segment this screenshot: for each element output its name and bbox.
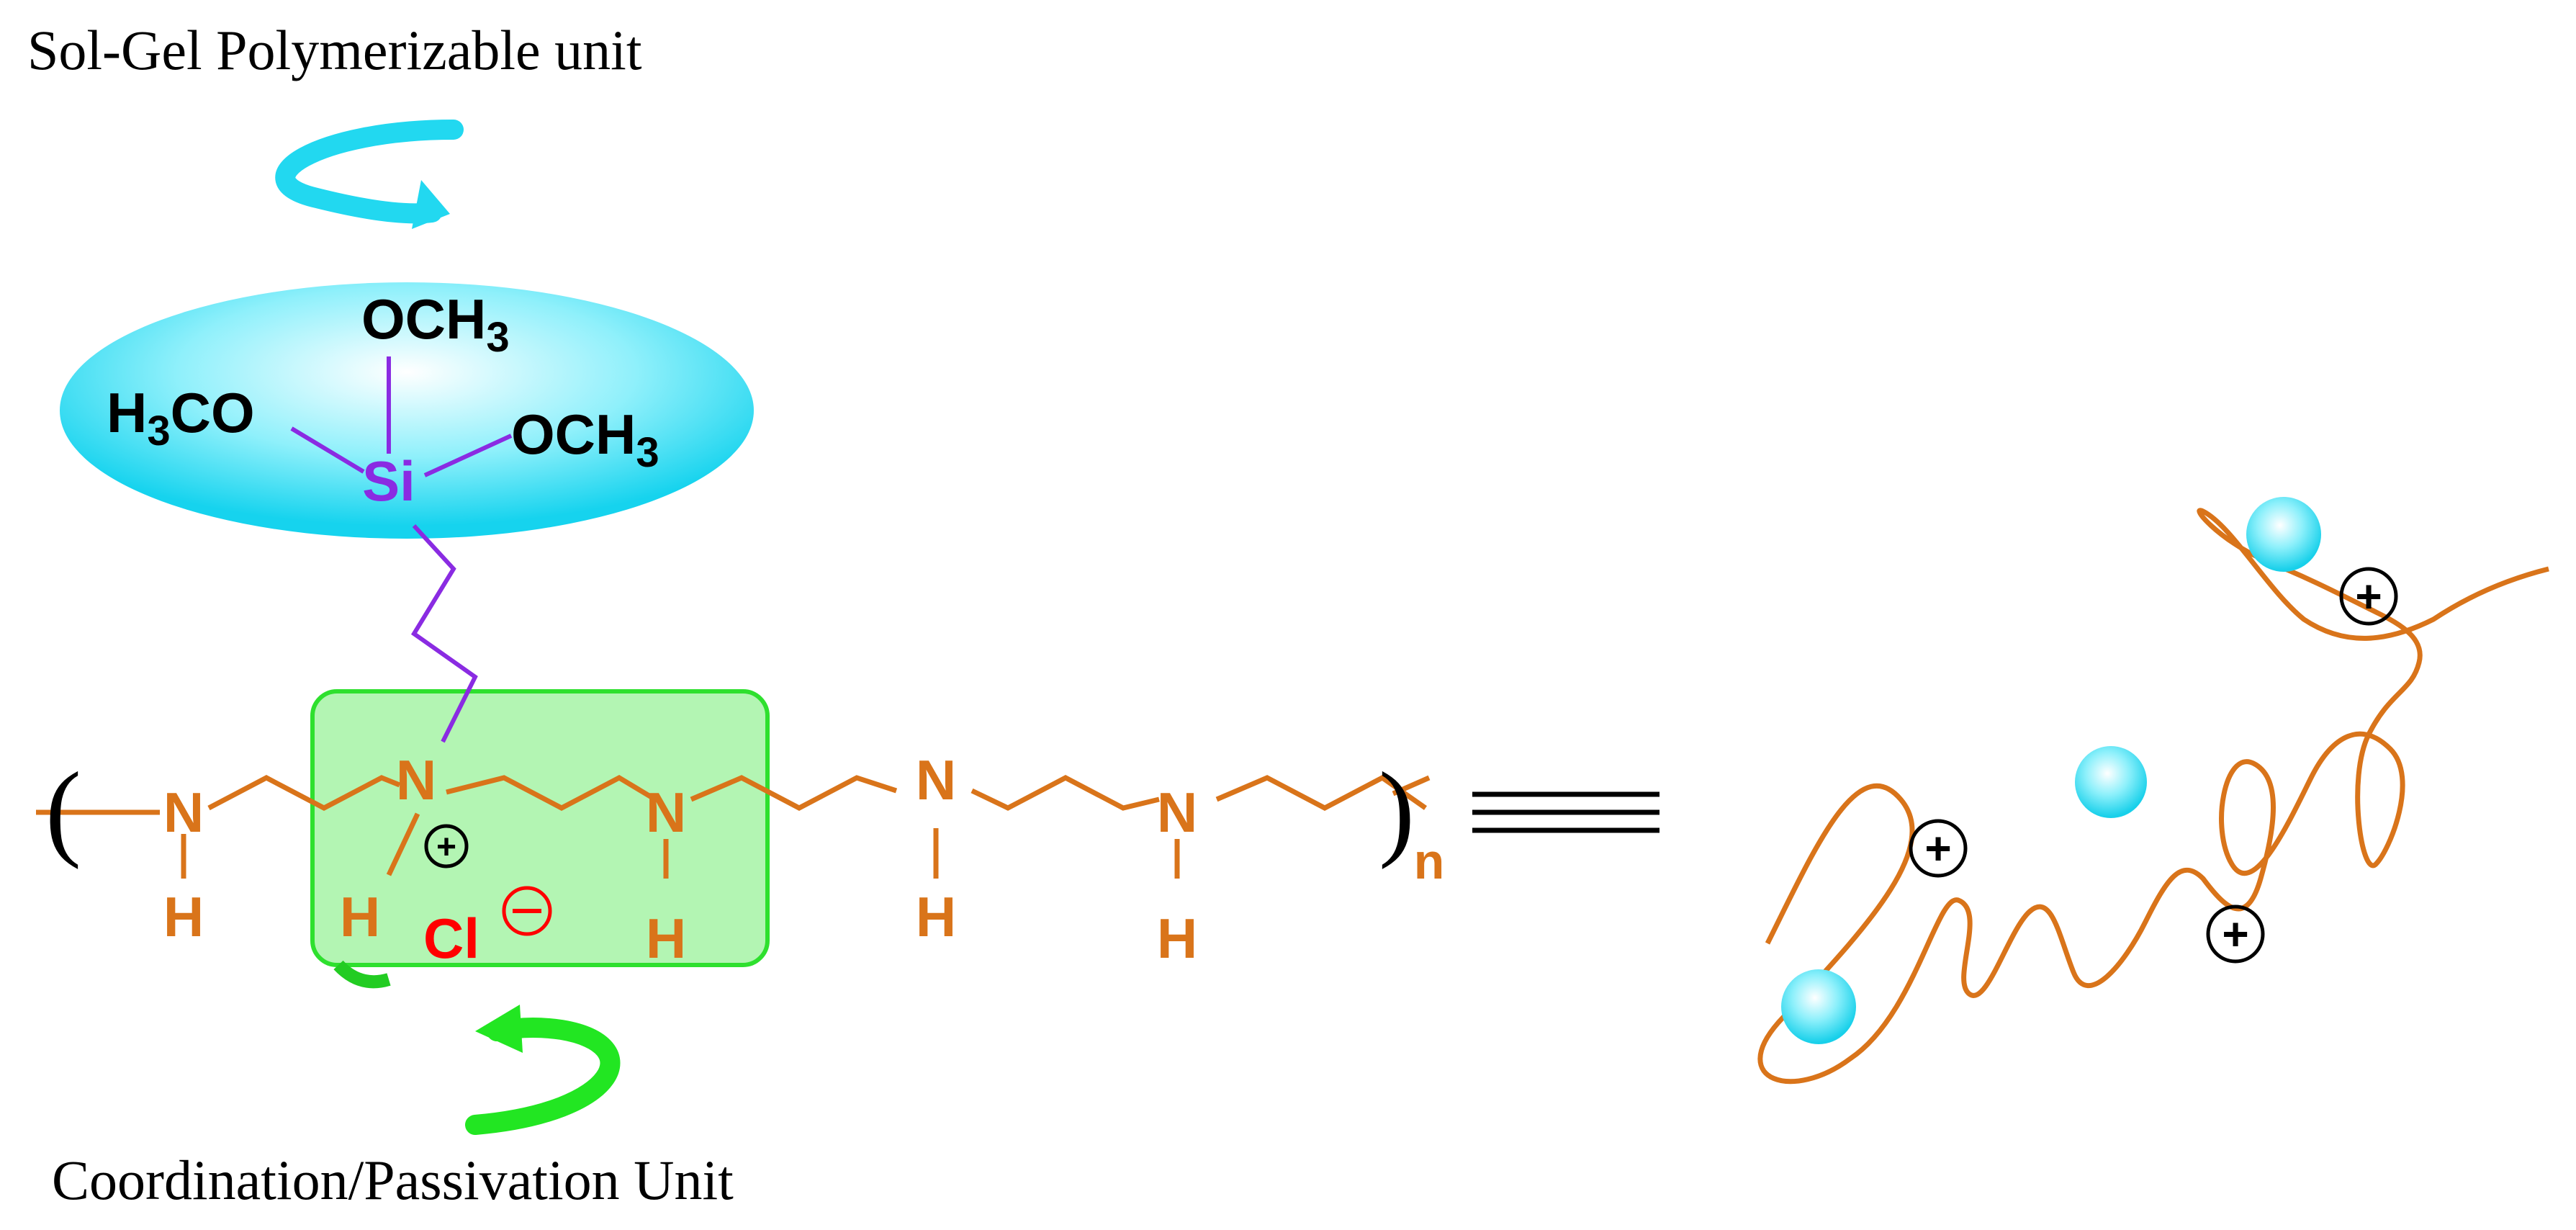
hydrogen-5: H (1157, 907, 1197, 970)
hydrogen-4: H (916, 885, 956, 948)
chloride-label: Cl (423, 907, 479, 970)
coordination-caption: Coordination/Passivation Unit (52, 1149, 734, 1211)
svg-text:+: + (2355, 570, 2382, 622)
green-rotation-arrow-icon (465, 1005, 621, 1135)
bead-1 (2246, 497, 2321, 572)
hydrogen-1: H (163, 885, 204, 948)
sol-gel-unit-ellipse (60, 282, 754, 539)
nitrogen-3: N (646, 781, 686, 844)
open-parenthesis: ( (45, 750, 81, 870)
silicon-atom-label: Si (362, 449, 415, 513)
hydrogen-3: H (646, 907, 686, 970)
svg-text:+: + (1924, 822, 1951, 874)
cyan-rotation-arrow-icon (275, 120, 464, 229)
green-box-tab (333, 960, 391, 989)
repeat-subscript: n (1414, 833, 1445, 889)
nitrogen-4: N (916, 748, 956, 812)
bead-2 (2075, 746, 2147, 818)
polymer-backbone (36, 774, 1431, 879)
chain-charges: + + + (1909, 567, 2398, 964)
ammonium-charge: + (424, 824, 469, 868)
methoxy-right-label: OCH3 (511, 403, 659, 476)
sol-gel-caption: Sol-Gel Polymerizable unit (27, 19, 642, 81)
silane-bonds (290, 356, 513, 743)
plus-sign: + (436, 828, 456, 866)
chain-charge-3: + (2206, 904, 2265, 964)
close-parenthesis: ) (1379, 750, 1415, 870)
equivalence-icon (1472, 791, 1659, 833)
methoxysilane-group: Si OCH3 H3CO OCH3 (107, 287, 659, 513)
methoxy-top-label: OCH3 (361, 287, 510, 361)
backbone-atoms: N H N H N H N H N H n (163, 748, 1445, 970)
polymer-chain-schematic (1757, 508, 2549, 1085)
coordination-unit-box (310, 689, 770, 967)
methoxy-left-label: H3CO (107, 381, 255, 454)
chloride-ion: Cl (423, 886, 552, 970)
hydrogen-2: H (340, 885, 380, 948)
chain-charge-2: + (1909, 819, 1968, 878)
nitrogen-1: N (163, 781, 204, 844)
nitrogen-5: N (1157, 781, 1197, 844)
sol-gel-beads (1781, 497, 2321, 1044)
chain-charge-1: + (2339, 567, 2398, 626)
svg-text:+: + (2222, 908, 2248, 960)
nitrogen-2: N (396, 748, 436, 812)
bead-3 (1781, 969, 1856, 1044)
